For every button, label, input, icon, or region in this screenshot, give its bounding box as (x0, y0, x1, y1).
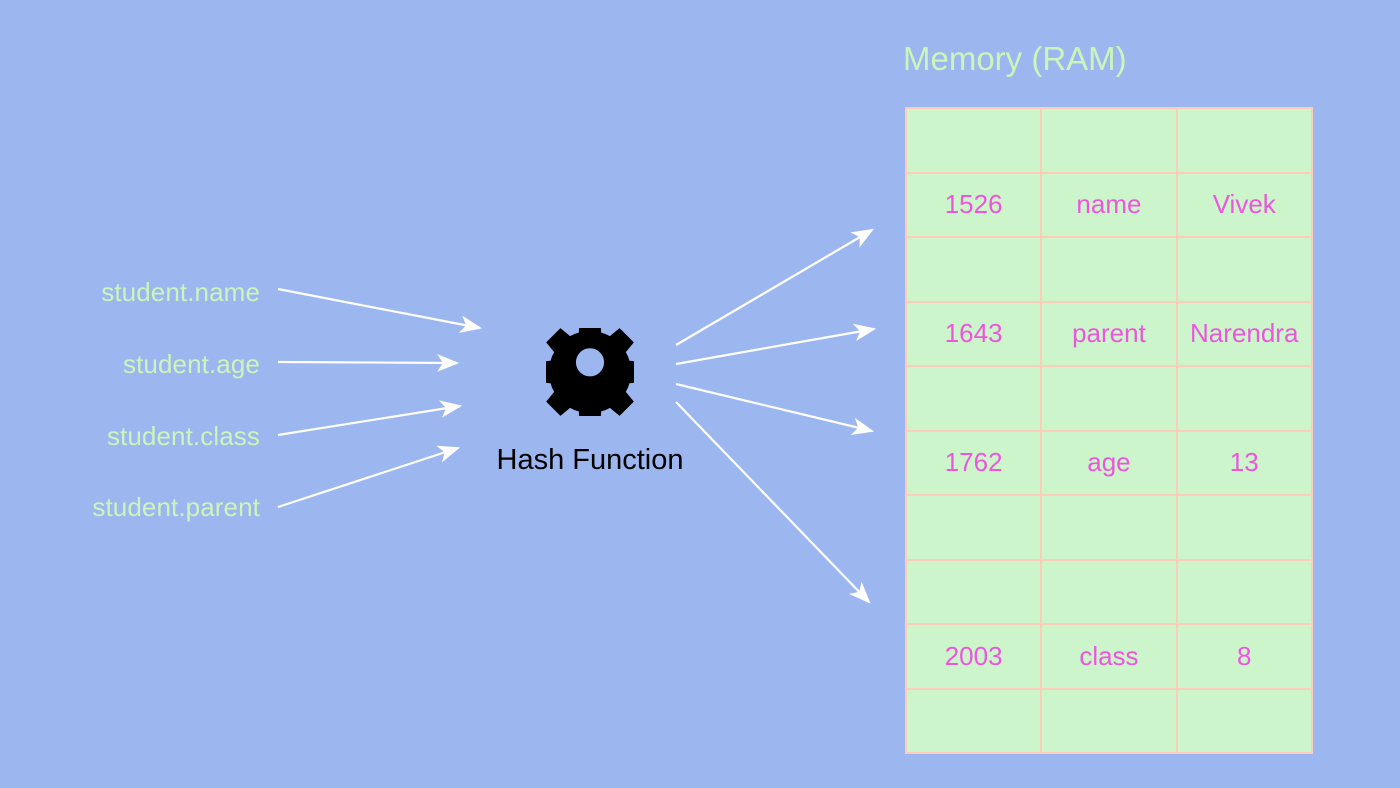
memory-cell (904, 687, 1043, 754)
memory-row (904, 365, 1313, 432)
input-label-student-parent: student.parent (92, 492, 260, 522)
input-arrow-0 (277, 287, 483, 333)
memory-cell (904, 107, 1043, 174)
memory-cell (904, 236, 1043, 303)
input-label-student-class: student.class (106, 421, 260, 451)
memory-cell: 1643 (904, 300, 1043, 367)
memory-cell: class (1040, 623, 1178, 690)
output-arrows (675, 228, 877, 604)
memory-title: Memory (RAM) (903, 40, 1127, 77)
memory-cell (1175, 558, 1313, 625)
input-arrow-2 (277, 400, 463, 437)
memory-cell (904, 494, 1043, 561)
memory-cell (904, 558, 1043, 625)
memory-cell (1175, 107, 1313, 174)
memory-row (904, 107, 1313, 174)
memory-cell (1040, 365, 1178, 432)
memory-cell (1040, 107, 1178, 174)
memory-cell: name (1040, 171, 1178, 238)
memory-cell: Vivek (1175, 171, 1313, 238)
memory-cell: 8 (1175, 623, 1313, 690)
memory-cell: 13 (1175, 429, 1313, 496)
memory-row (904, 558, 1313, 625)
memory-cell: 1526 (904, 171, 1043, 238)
memory-cell: 2003 (904, 623, 1043, 690)
memory-cell (1040, 236, 1178, 303)
input-label-student-name: student.name (101, 277, 260, 307)
memory-row (904, 687, 1313, 754)
memory-cell (1175, 687, 1313, 754)
memory-cell (904, 365, 1043, 432)
memory-cell (1040, 687, 1178, 754)
output-arrow-1 (675, 323, 877, 366)
input-arrow-1 (277, 354, 460, 372)
memory-cell (1175, 236, 1313, 303)
gear-icon (546, 328, 634, 416)
memory-cell (1040, 558, 1178, 625)
memory-cell: Narendra (1175, 300, 1313, 367)
memory-cell: 1762 (904, 429, 1043, 496)
input-arrow-3 (277, 445, 461, 509)
output-arrow-2 (675, 382, 875, 435)
memory-row (904, 494, 1313, 561)
input-label-student-age: student.age (123, 349, 260, 379)
hash-function-label: Hash Function (496, 444, 684, 476)
memory-cell (1175, 365, 1313, 432)
memory-row (904, 236, 1313, 303)
output-arrow-3 (675, 401, 871, 604)
memory-cell: parent (1040, 300, 1178, 367)
memory-cell (1040, 494, 1178, 561)
output-arrow-0 (675, 228, 874, 346)
memory-cell (1175, 494, 1313, 561)
memory-cell: age (1040, 429, 1178, 496)
